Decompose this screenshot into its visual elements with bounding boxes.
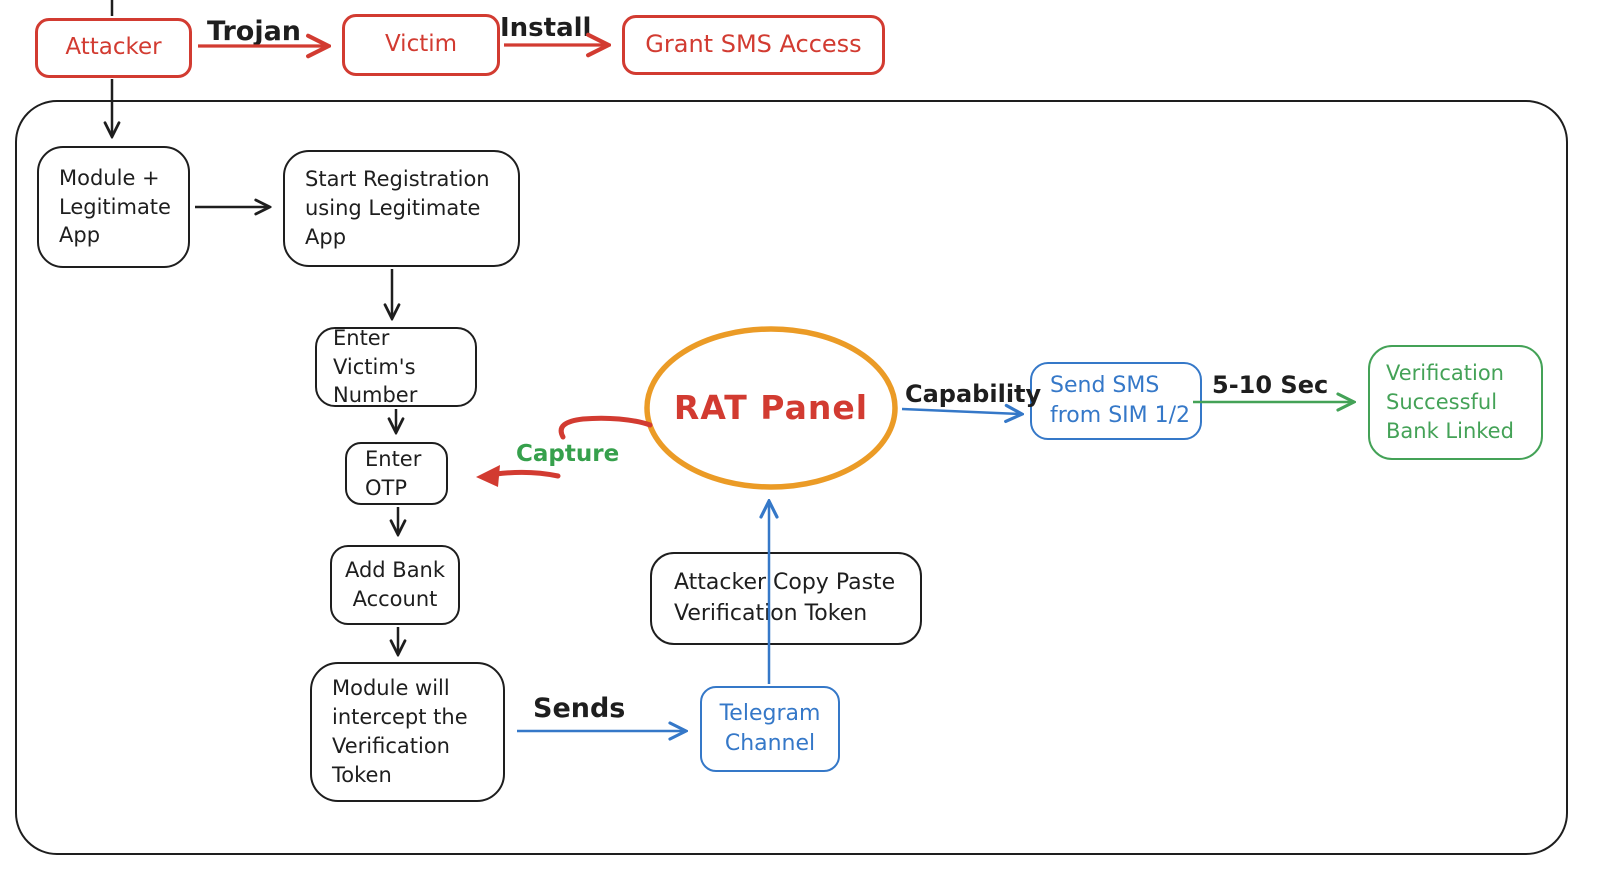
edge-label-trojan: Trojan (207, 16, 302, 47)
node-enter-victims-number: Enter Victim's Number (315, 326, 477, 407)
node-grant-sms-access: Grant SMS Access (622, 15, 885, 75)
node-add-bank-account: Add Bank Account (330, 545, 460, 625)
node-telegram-channel: Telegram Channel (700, 686, 840, 772)
edge-label-install: Install (500, 13, 592, 43)
node-enter-otp: Enter OTP (345, 442, 448, 505)
edge-label-sends: Sends (533, 693, 626, 724)
node-verification-successful: Verification Successful Bank Linked (1368, 345, 1543, 460)
edge-label-capture: Capture (516, 441, 620, 467)
main-flow-container (15, 100, 1568, 855)
edge-label-capability: Capability (905, 380, 1042, 408)
node-module-intercepts-token: Module will intercept the Verification T… (310, 662, 505, 802)
node-send-sms-from-sim: Send SMS from SIM 1/2 (1030, 362, 1202, 440)
node-start-registration: Start Registration using Legitimate App (283, 150, 520, 267)
node-attacker-copy-paste-token: Attacker Copy Paste Verification Token (650, 552, 922, 645)
edge-label-5-10-sec: 5-10 Sec (1212, 371, 1329, 399)
node-attacker: Attacker (35, 18, 192, 78)
node-module-legitimate-app: Module + Legitimate App (37, 146, 190, 268)
node-victim: Victim (342, 14, 500, 76)
rat-panel-label: RAT Panel (673, 387, 869, 427)
